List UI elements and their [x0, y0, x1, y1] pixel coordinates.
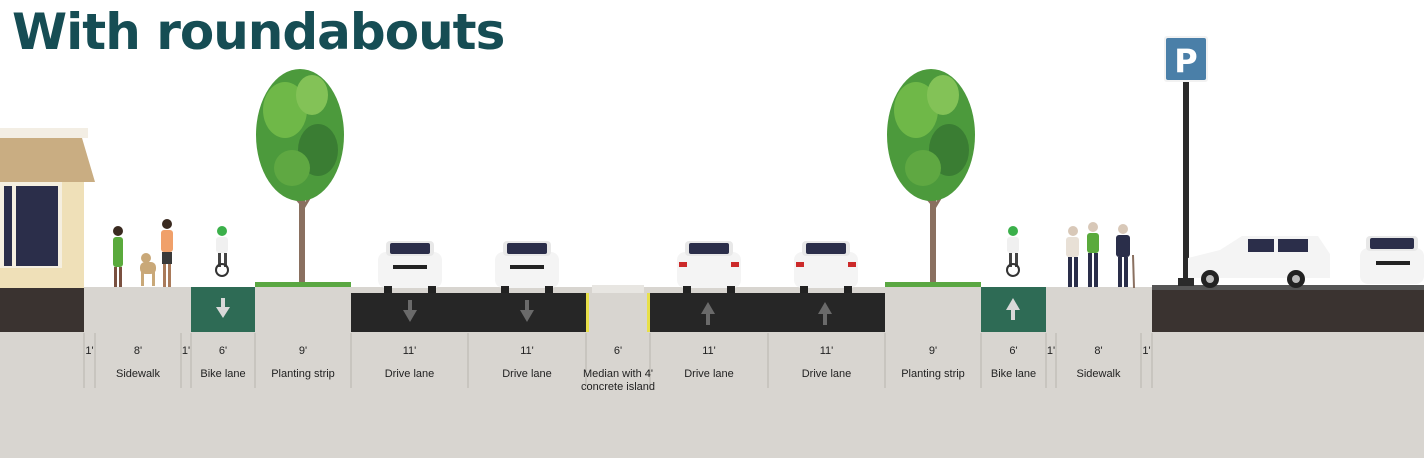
segment-planting-strip-right: 9' Planting strip: [885, 345, 981, 381]
arrow-down-icon: [403, 300, 417, 322]
segment-width: 1': [1046, 345, 1056, 357]
segment-name: Median with 4' concrete island: [581, 368, 655, 393]
segment-name: Planting strip: [901, 368, 965, 380]
segment-buffer-right-1: 1': [1046, 345, 1056, 368]
pedestrian-elderly-3: [1116, 224, 1135, 289]
tree-left: [255, 69, 351, 287]
segment-dividers: [83, 333, 1153, 388]
segment-name: Drive lane: [384, 368, 435, 380]
segment-buffer-left-2: 1': [181, 345, 191, 368]
segment-width: 6': [1009, 345, 1018, 357]
segment-sidewalk-right: 8' Sidewalk: [1056, 345, 1141, 381]
segment-name: Sidewalk: [1076, 368, 1121, 380]
segment-width: 8': [1094, 345, 1103, 357]
segment-name: Sidewalk: [115, 368, 161, 380]
segment-width: 11': [402, 345, 417, 357]
segment-name: Planting strip: [271, 368, 335, 380]
storefront-building: [0, 128, 95, 288]
segment-width: 6': [218, 345, 228, 357]
arrow-up-icon: [701, 302, 715, 325]
car-rear-view: [495, 241, 559, 293]
segment-drive-lane-1: 11' Drive lane: [351, 345, 468, 381]
tree-right: [885, 69, 981, 287]
segment-name: Bike lane: [200, 368, 246, 380]
segment-width: 1': [181, 345, 191, 357]
segment-planting-strip-left: 9' Planting strip: [255, 345, 351, 381]
segment-width: 1': [1142, 345, 1151, 357]
median-island: [586, 293, 650, 332]
left-curb-edge: [0, 287, 84, 332]
median-yellow-line-right: [647, 293, 650, 332]
segment-name: Drive lane: [801, 368, 852, 380]
cyclist-left: [215, 226, 229, 277]
dog: [140, 253, 156, 286]
segment-width: 1': [85, 345, 94, 357]
segment-width: 11': [520, 345, 534, 357]
segment-buffer-right-2: 1': [1141, 345, 1152, 368]
arrow-up-icon: [1006, 298, 1020, 320]
segment-bike-lane-right: 6' Bike lane: [981, 345, 1046, 381]
segment-bike-lane-left: 6' Bike lane: [191, 345, 255, 381]
segment-sidewalk-left: 8' Sidewalk: [95, 345, 181, 381]
segment-width: 6': [613, 345, 623, 357]
segment-width: 11': [702, 345, 716, 357]
segment-buffer-left-1: 1': [84, 345, 95, 368]
parked-car-rear: [1360, 236, 1424, 284]
parking-sign: P: [1164, 36, 1208, 286]
car-front-view: [677, 241, 741, 293]
pedestrian-woman: [113, 226, 123, 287]
segment-width: 9': [298, 345, 308, 357]
segment-name: Drive lane: [684, 368, 734, 380]
pedestrian-elderly-2: [1087, 222, 1099, 287]
segment-width: 11': [819, 345, 834, 357]
segment-width: 8': [133, 345, 143, 357]
pedestrian-man: [161, 219, 173, 287]
segment-name: Drive lane: [502, 368, 552, 380]
car-rear-view: [378, 241, 442, 293]
pedestrian-elderly-1: [1066, 226, 1079, 287]
segment-drive-lane-3: 11' Drive lane: [650, 345, 768, 381]
car-front-view: [794, 241, 858, 293]
diagram-title: With roundabouts: [12, 3, 505, 61]
arrow-down-icon: [520, 300, 534, 322]
segment-width: 9': [928, 345, 938, 357]
cyclist-right: [1006, 226, 1020, 277]
segment-drive-lane-2: 11' Drive lane: [468, 345, 586, 381]
segment-drive-lane-4: 11' Drive lane: [768, 345, 885, 381]
arrow-up-icon: [818, 302, 832, 325]
median-yellow-line-left: [586, 293, 589, 332]
parking-sign-icon: P: [1174, 42, 1197, 80]
parking-lot-edge: [1152, 288, 1424, 332]
parked-car-side: [1188, 236, 1330, 288]
segment-median: 6' Median with 4' concrete island: [580, 345, 656, 394]
arrow-down-icon: [216, 298, 230, 318]
segment-name: Bike lane: [990, 368, 1037, 380]
